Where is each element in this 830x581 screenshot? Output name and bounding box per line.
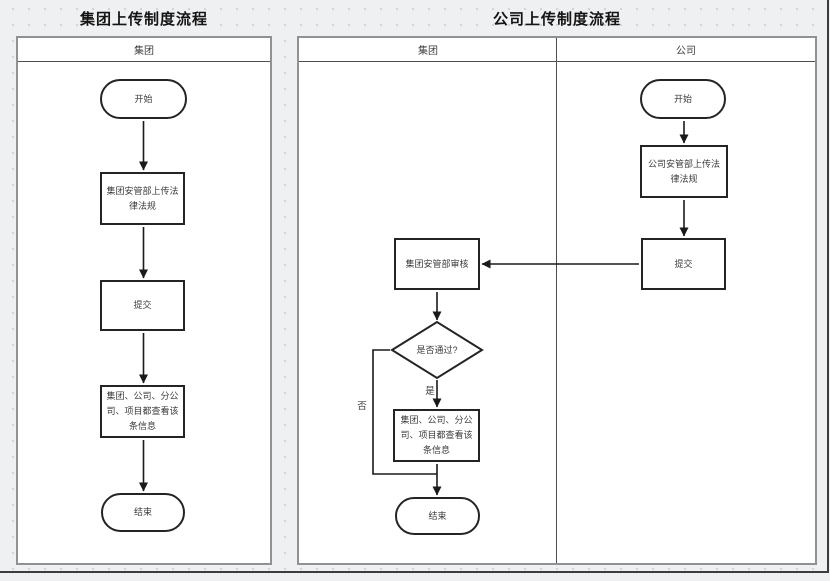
node-r-upload[interactable]: 公司安管部上传法律法规 (640, 145, 728, 198)
left-pool-header: 集团 (18, 38, 270, 62)
edge-r-decision-no-loop[interactable] (372, 349, 437, 475)
left-chart-title[interactable]: 集团上传制度流程 (79, 11, 208, 28)
page-outside-bottom (0, 573, 830, 581)
edge-label-no[interactable]: 否 (357, 401, 367, 412)
edge-label-yes[interactable]: 是 (425, 386, 435, 397)
node-r-submit[interactable]: 提交 (641, 238, 726, 290)
node-r-review[interactable]: 集团安管部审核 (394, 238, 480, 290)
right-pool-header: 集团 公司 (299, 38, 815, 62)
right-lane-header-group[interactable]: 集团 (418, 46, 438, 57)
node-l-upload[interactable]: 集团安管部上传法律法规 (100, 172, 185, 225)
node-r-start[interactable]: 开始 (640, 79, 726, 119)
decision-diamond-shape[interactable] (390, 320, 484, 380)
left-lane-header-group[interactable]: 集团 (134, 46, 154, 57)
node-l-submit[interactable]: 提交 (100, 280, 185, 331)
node-l-start[interactable]: 开始 (100, 79, 187, 119)
node-r-view[interactable]: 集团、公司、分公司、项目都查看该条信息 (393, 409, 480, 462)
right-pool[interactable]: 集团 公司 (297, 36, 817, 565)
page-edge-right (827, 0, 829, 573)
node-l-view[interactable]: 集团、公司、分公司、项目都查看该条信息 (100, 385, 185, 438)
node-r-end[interactable]: 结束 (395, 497, 480, 535)
right-lane-header-company[interactable]: 公司 (676, 46, 696, 57)
right-chart-title[interactable]: 公司上传制度流程 (492, 11, 621, 28)
page-edge-bottom (0, 571, 829, 573)
node-l-end[interactable]: 结束 (101, 493, 185, 532)
node-r-decision-label[interactable]: 是否通过? (416, 344, 458, 355)
lane-divider (555, 38, 557, 563)
